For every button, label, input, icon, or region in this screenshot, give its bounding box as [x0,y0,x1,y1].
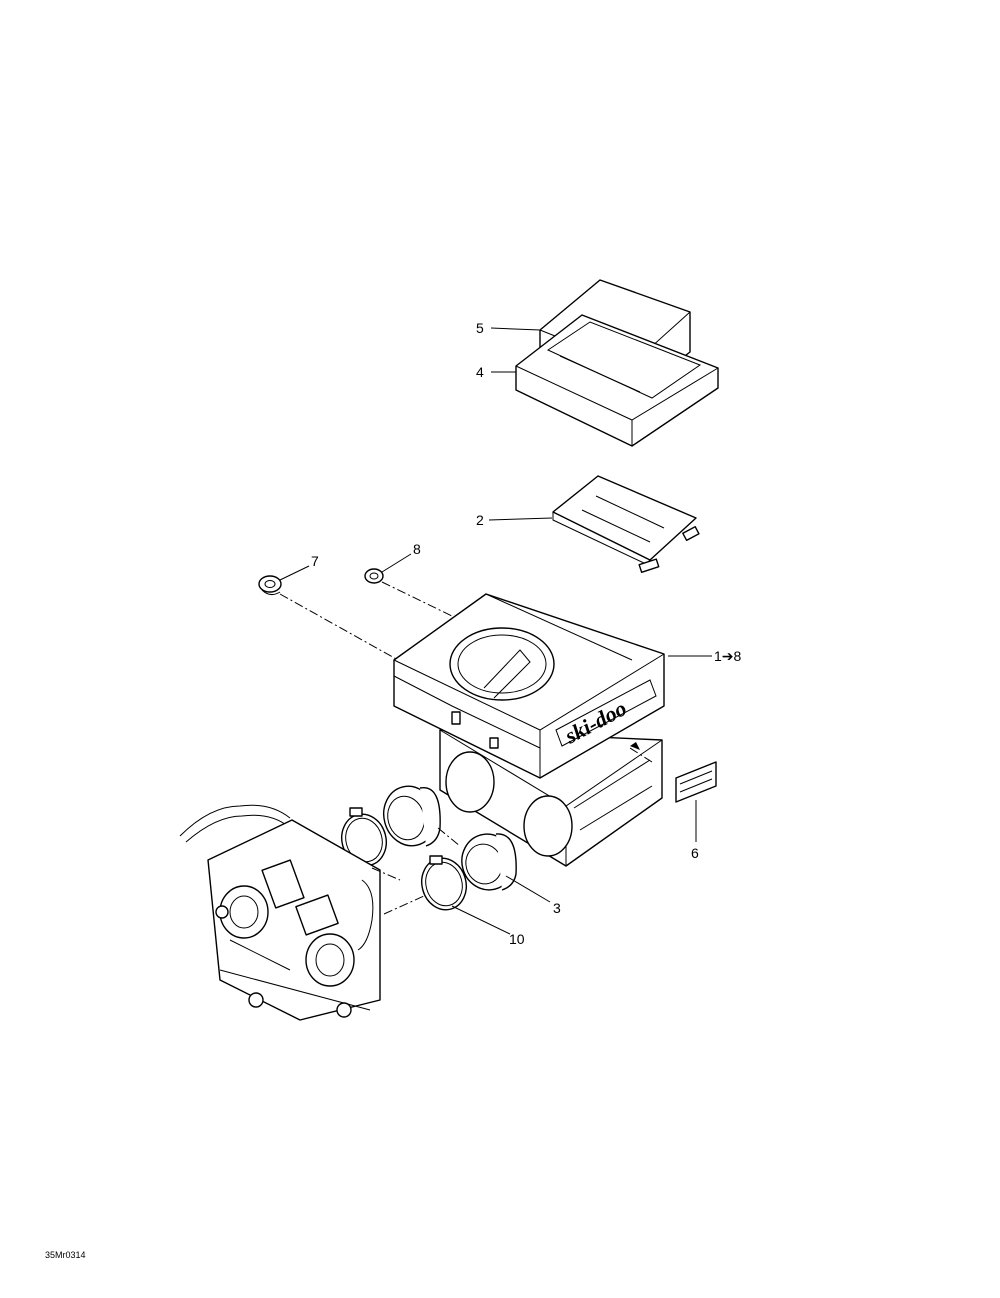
callout-10: 10 [509,931,525,947]
part-7-grommet [258,575,282,596]
callout-5: 5 [476,320,484,336]
callout-2: 2 [476,512,484,528]
assembly-lines [279,581,653,915]
callout-1: 1➔8 [714,648,742,664]
figure-code: 35Mr0314 [45,1250,86,1260]
part-3-adaptor-upper [383,785,441,847]
carburetor-assembly [179,804,381,1021]
part-10-clamp-lower [421,855,467,911]
part-8-grommet [364,568,384,584]
leader-lines [279,327,712,935]
part-3-adaptor-lower [461,833,517,891]
callout-7: 7 [311,553,319,569]
callout-4: 4 [476,364,484,380]
part-4-filter-base [515,314,719,447]
callout-6: 6 [691,845,699,861]
part-1-air-silencer-body: ski-doo [393,593,665,867]
callout-8: 8 [413,541,421,557]
part-6-decal [675,761,717,803]
callouts: 5 4 2 7 8 1➔8 6 3 10 [311,320,742,947]
decal-arrow-icon [630,742,640,750]
callout-3: 3 [553,900,561,916]
part-2-silencer-plate [552,475,700,573]
